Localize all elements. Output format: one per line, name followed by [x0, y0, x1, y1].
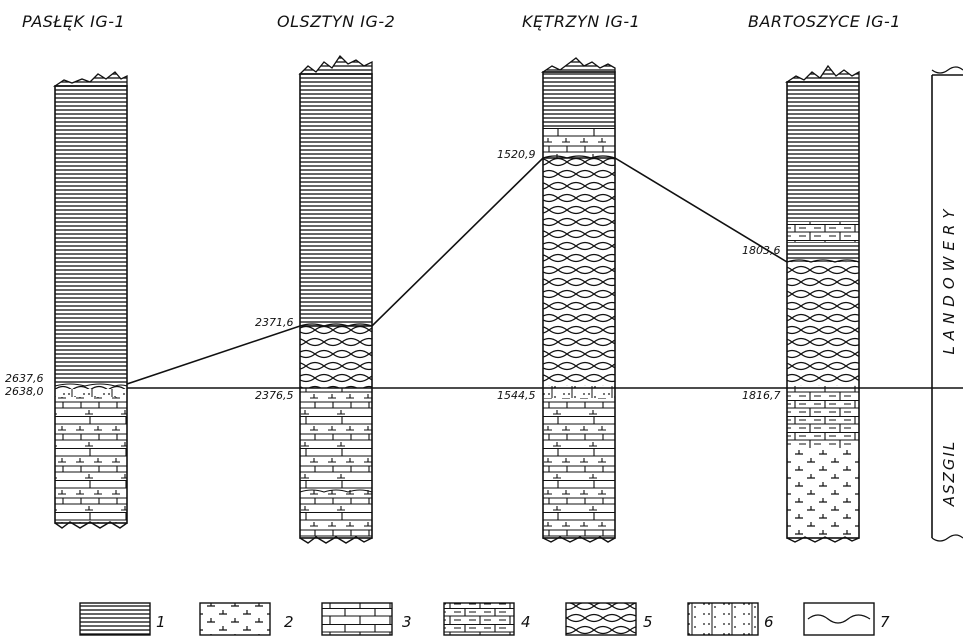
column-bartoszyce — [787, 66, 859, 542]
depth-bartoszyce-top: 1803,6 — [742, 244, 781, 257]
well-title-olsztyn: OLSZTYN IG-2 — [277, 12, 395, 31]
depth-olsztyn-base: 2376,5 — [255, 389, 294, 402]
depth-paslek-top: 2637,6 — [5, 372, 44, 385]
well-title-ketrzyn: KĘTRZYN IG-1 — [522, 12, 640, 31]
legend-item-6 — [688, 603, 758, 635]
stage-label-landowery: LANDOWERY — [940, 199, 958, 359]
column-paslek — [55, 72, 127, 528]
legend-item-3 — [322, 603, 392, 635]
legend-item-7 — [804, 603, 874, 635]
legend — [80, 603, 874, 635]
legend-number-4: 4 — [521, 613, 531, 631]
legend-number-5: 5 — [643, 613, 653, 631]
legend-item-4 — [444, 603, 514, 635]
depth-olsztyn-top: 2371,6 — [255, 316, 294, 329]
legend-item-1 — [80, 603, 150, 635]
column-ketrzyn — [543, 58, 615, 542]
well-title-paslek: PASŁĘK IG-1 — [22, 12, 125, 31]
well-title-bartoszyce: BARTOSZYCE IG-1 — [748, 12, 901, 31]
depth-bartoszyce-base: 1816,7 — [742, 389, 781, 402]
depth-ketrzyn-top: 1520,9 — [497, 148, 536, 161]
legend-number-3: 3 — [402, 613, 412, 631]
legend-item-2 — [200, 603, 270, 635]
column-olsztyn — [300, 56, 372, 543]
legend-number-7: 7 — [880, 613, 890, 631]
legend-item-5 — [566, 603, 636, 635]
stage-label-aszgil: ASZGIL — [940, 423, 958, 523]
depth-ketrzyn-base: 1544,5 — [497, 389, 536, 402]
legend-number-6: 6 — [764, 613, 774, 631]
legend-number-1: 1 — [156, 613, 166, 631]
depth-paslek-base: 2638,0 — [5, 385, 44, 398]
legend-number-2: 2 — [284, 613, 294, 631]
